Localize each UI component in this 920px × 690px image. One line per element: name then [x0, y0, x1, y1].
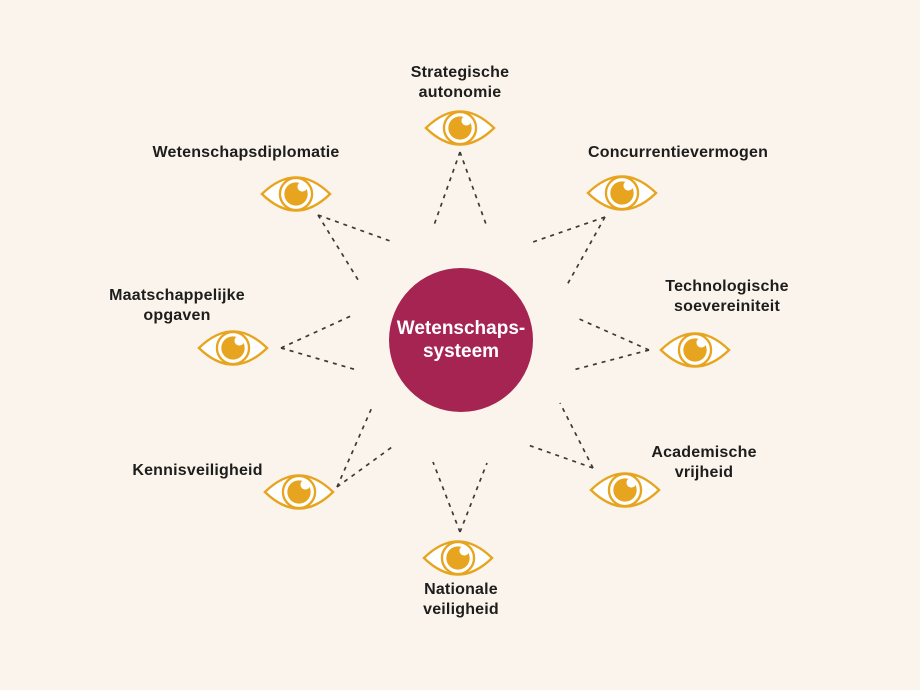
- center-node-label-line2: systeem: [422, 341, 500, 362]
- eye-icon: [585, 172, 659, 214]
- eye-icon: [259, 173, 333, 215]
- eye-icon: [196, 327, 270, 369]
- node-label-wetenschapsdiplomatie: Wetenschapsdiplomatie: [152, 144, 340, 161]
- node-label-concurrentievermogen: Concurrentievermogen: [588, 144, 769, 161]
- sight-lines-academische-vrijheid: [527, 402, 594, 469]
- node-label-academische-vrijheid: Academische vrijheid: [651, 444, 757, 481]
- eye-icon: [423, 107, 497, 149]
- eye-icon: [421, 537, 495, 579]
- sight-lines-maatschappelijke-opgaven: [280, 314, 358, 371]
- center-node-label-line1: Wetenschaps-: [396, 318, 526, 339]
- center-node: Wetenschaps- systeem: [389, 268, 533, 412]
- eye-icon: [658, 329, 732, 371]
- node-label-technologische-soevereiniteit: Technologische soevereiniteit: [665, 278, 789, 315]
- sight-lines-strategische-autonomie: [432, 151, 488, 229]
- node-label-maatschappelijke-opgaven: Maatschappelijke opgaven: [109, 287, 245, 324]
- sight-lines-nationale-veiligheid: [432, 461, 488, 533]
- eye-icon: [588, 469, 662, 511]
- sight-lines-concurrentievermogen: [532, 216, 606, 286]
- sight-lines-wetenschapsdiplomatie: [317, 214, 394, 284]
- sight-lines-technologische-soevereiniteit: [572, 317, 650, 371]
- eye-icon: [262, 471, 336, 513]
- sight-lines-kennisveiligheid: [336, 404, 393, 488]
- node-label-nationale-veiligheid: Nationale veiligheid: [423, 581, 499, 618]
- node-label-strategische-autonomie: Strategische autonomie: [410, 64, 510, 101]
- node-label-kennisveiligheid: Kennisveiligheid: [132, 462, 263, 479]
